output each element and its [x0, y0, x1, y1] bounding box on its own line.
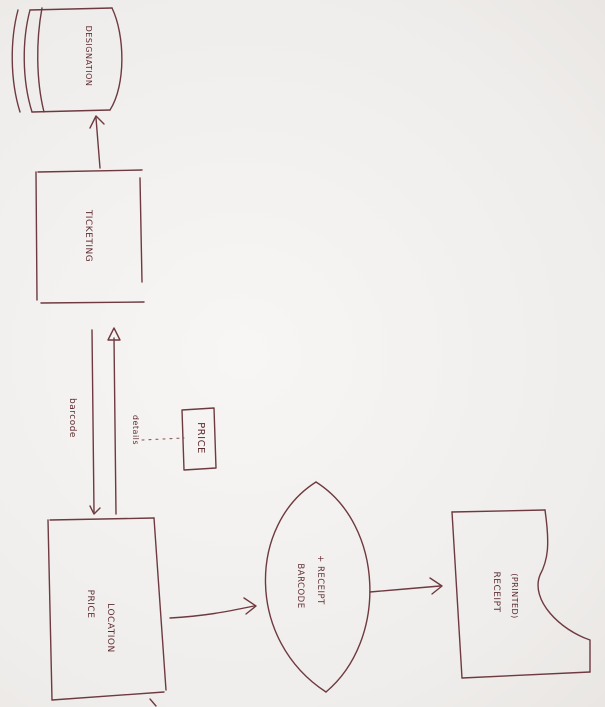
details-arrow [107, 327, 121, 515]
price-location-box: PRICE LOCATION [47, 517, 167, 701]
barcode-receipt-label-1: BARCODE [295, 563, 305, 608]
barcode-arrow-label: barcode [67, 398, 77, 438]
arrow-to-barcode-receipt [169, 597, 257, 619]
database-label: DESIGNATION [84, 26, 93, 87]
price-location-label-1: PRICE [85, 590, 95, 619]
price-note-connector [141, 437, 185, 441]
details-arrow-label: details [131, 415, 140, 445]
barcode-receipt-shape: BARCODE + RECEIPT [264, 481, 371, 693]
price-note-box: PRICE [181, 407, 217, 471]
receipt-document-shape: RECEIPT (PRINTED) [451, 509, 591, 679]
receipt-label-1: RECEIPT [491, 572, 501, 613]
barcode-receipt-label-2: + RECEIPT [315, 555, 325, 605]
arrow-to-receipt [369, 577, 443, 595]
barcode-arrow [89, 329, 101, 515]
corner-tick [149, 698, 157, 707]
receipt-label-2: (PRINTED) [510, 573, 519, 619]
arrow-to-database [89, 115, 105, 169]
ticketing-label: TICKETING [83, 209, 93, 262]
price-location-label-2: LOCATION [105, 603, 115, 653]
ticketing-box: TICKETING [35, 169, 145, 304]
database-cylinder: DESIGNATION [11, 7, 123, 113]
price-note-label: PRICE [195, 422, 206, 454]
